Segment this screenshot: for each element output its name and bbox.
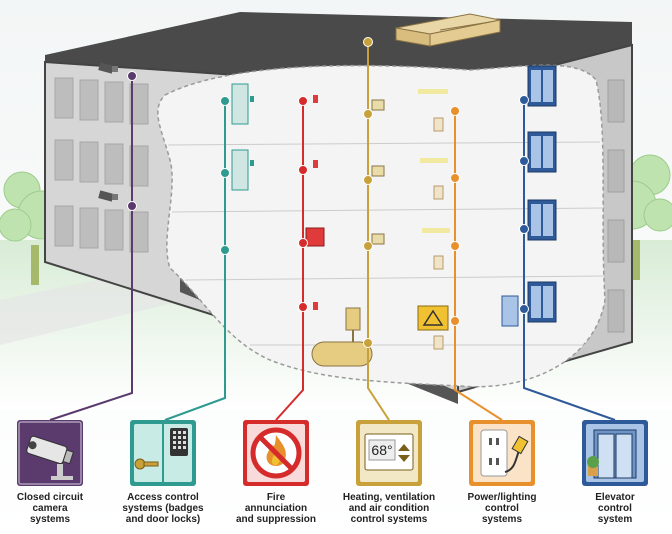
connection-dots: [127, 37, 529, 348]
elevator-node: [519, 95, 529, 105]
security-camera-top: [98, 62, 118, 74]
side-windows: [607, 79, 625, 333]
window: [79, 141, 99, 183]
fire-node: [298, 238, 308, 248]
window: [104, 209, 124, 251]
wall-outlets: [433, 117, 444, 350]
power-node: [450, 316, 460, 326]
access-node: [220, 245, 230, 255]
elevator-line: [523, 100, 616, 421]
power-line: [454, 111, 503, 421]
window: [607, 289, 625, 333]
thermostat-reading: 68°: [371, 442, 392, 458]
hvac-line: [367, 42, 390, 421]
access-panel-top: [231, 83, 254, 125]
fire-alarm-panel: [305, 227, 325, 247]
fire-sensor-middle: [313, 160, 318, 168]
front-windows: [54, 77, 149, 253]
window: [54, 205, 74, 247]
window: [54, 139, 74, 181]
no-fire-icon: [243, 420, 309, 486]
boiler-tank: [311, 307, 373, 367]
power-node: [450, 173, 460, 183]
interior-equipment: [98, 62, 557, 367]
elevator-node: [519, 304, 529, 314]
fire-line: [275, 101, 304, 421]
elevator-icon: [582, 420, 648, 486]
fire-node: [298, 302, 308, 312]
power-outlet-plug-icon: [469, 420, 535, 486]
security-camera-icon: [17, 420, 83, 486]
fire-node: [298, 165, 308, 175]
fire-node: [298, 96, 308, 106]
electrical-panel: [417, 305, 449, 331]
window: [54, 77, 74, 119]
hvac-node: [363, 109, 373, 119]
cctv-line: [49, 76, 133, 421]
window: [79, 207, 99, 249]
window: [607, 149, 625, 193]
window: [129, 211, 149, 253]
hvac-node: [363, 175, 373, 185]
window: [104, 143, 124, 185]
access-line: [164, 101, 226, 421]
power-node: [450, 241, 460, 251]
thermostat-icon: 68°: [356, 420, 422, 486]
access-node: [220, 96, 230, 106]
elevator-node: [519, 156, 529, 166]
access-node: [220, 168, 230, 178]
elevator-doors: [501, 65, 557, 327]
fire-sensor-bottom: [313, 302, 318, 310]
window: [129, 83, 149, 125]
ceiling-lights: [418, 89, 450, 233]
hvac-node: [363, 37, 373, 47]
rooftop-hvac-unit: [395, 13, 501, 47]
hvac-node: [363, 338, 373, 348]
window: [129, 145, 149, 187]
cutaway-interior: [157, 64, 606, 388]
system-lines: [49, 42, 616, 421]
security-camera-middle: [98, 190, 118, 202]
window: [607, 79, 625, 123]
system-icons: 68°: [17, 420, 648, 486]
access-panel-middle: [231, 149, 254, 191]
elevator-node: [519, 224, 529, 234]
hvac-node: [363, 241, 373, 251]
fire-sensor-top: [313, 95, 318, 103]
keypad-door-lock-icon: [130, 420, 196, 486]
window: [79, 79, 99, 121]
thermostat-units: [371, 99, 385, 245]
window: [104, 81, 124, 123]
power-node: [450, 106, 460, 116]
window: [607, 219, 625, 263]
cctv-node: [127, 71, 137, 81]
cctv-node: [127, 201, 137, 211]
